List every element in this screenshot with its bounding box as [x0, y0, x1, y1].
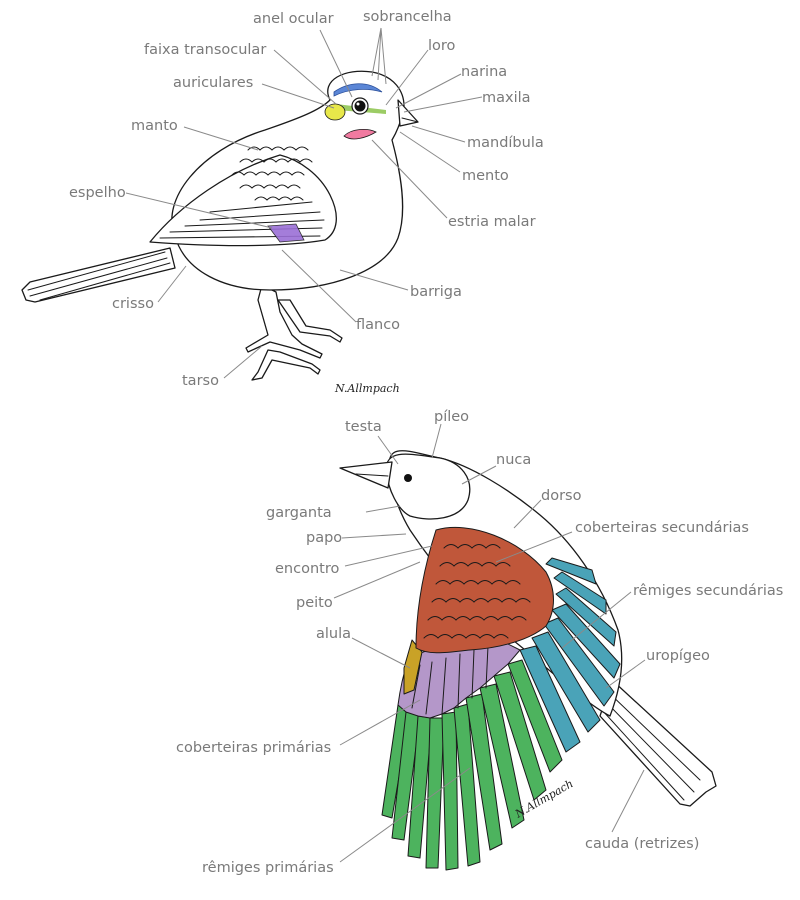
label-sobrancelha: sobrancelha — [363, 9, 452, 25]
label-narina: narina — [461, 64, 507, 80]
remiges-primarias-group — [381, 659, 563, 871]
label-uropigeo: uropígeo — [646, 648, 710, 664]
top-bird-leader-lines — [125, 27, 483, 379]
label-manto: manto — [131, 118, 178, 134]
label-faixa-transocular: faixa transocular — [144, 42, 266, 58]
label-mento: mento — [462, 168, 509, 184]
label-nuca: nuca — [496, 452, 531, 468]
bottom-bird-leader-lines — [333, 423, 646, 863]
signature-top: N.Allmpach — [334, 382, 400, 395]
auriculares-patch — [324, 103, 346, 121]
espelho-patch — [267, 223, 305, 243]
label-remiges-secundarias: rêmiges secundárias — [633, 583, 783, 599]
label-papo: papo — [306, 530, 342, 546]
label-cauda: cauda (retrizes) — [585, 836, 699, 852]
label-anel-ocular: anel ocular — [253, 11, 334, 27]
coberteiras-secundarias-patch — [415, 526, 554, 654]
spread-wing-bird-illustration: N.Allmpach — [339, 450, 717, 871]
label-mandibula: mandíbula — [467, 135, 544, 151]
perched-bird-illustration: N.Allmpach — [21, 70, 419, 395]
label-loro: loro — [428, 38, 456, 54]
bottom-bird-labels: testa píleo nuca dorso garganta papo cob… — [176, 409, 783, 876]
estria-malar-patch — [343, 128, 377, 140]
label-peito: peito — [296, 595, 333, 611]
remiges-secundarias-group — [519, 557, 621, 753]
label-tarso: tarso — [182, 373, 219, 389]
label-maxila: maxila — [482, 90, 531, 106]
eye-bottom — [404, 474, 412, 482]
label-barriga: barriga — [410, 284, 462, 300]
label-estria-malar: estria malar — [448, 214, 536, 230]
label-crisso: crisso — [112, 296, 154, 312]
label-remiges-primarias: rêmiges primárias — [202, 860, 334, 876]
label-coberteiras-primarias: coberteiras primárias — [176, 740, 331, 756]
label-dorso: dorso — [541, 488, 582, 504]
label-encontro: encontro — [275, 561, 339, 577]
label-coberteiras-secundarias: coberteiras secundárias — [575, 520, 749, 536]
label-pileo: píleo — [434, 409, 469, 425]
sobrancelha-stripe — [333, 83, 383, 97]
label-espelho: espelho — [69, 185, 126, 201]
label-alula: alula — [316, 626, 351, 642]
top-bird-labels: anel ocular sobrancelha faixa transocula… — [69, 9, 544, 389]
label-testa: testa — [345, 419, 382, 435]
label-garganta: garganta — [266, 505, 332, 521]
label-flanco: flanco — [356, 317, 400, 333]
label-auriculares: auriculares — [173, 75, 253, 91]
